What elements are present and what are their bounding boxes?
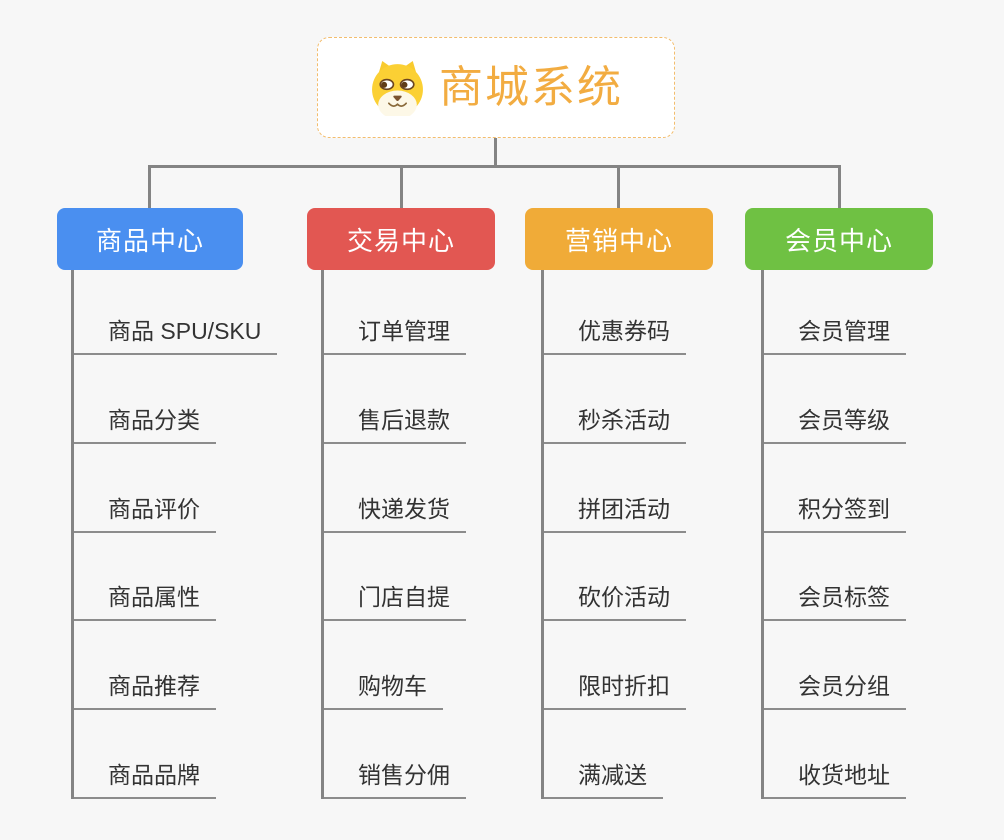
node-item[interactable]: 会员管理 [764, 315, 906, 355]
node-item[interactable]: 秒杀活动 [544, 404, 686, 444]
node-item[interactable]: 售后退款 [324, 404, 466, 444]
node-item[interactable]: 快递发货 [324, 493, 466, 533]
root-title: 商城系统 [439, 62, 623, 112]
node-item[interactable]: 商品 SPU/SKU [74, 315, 278, 355]
node-item[interactable]: 限时折扣 [544, 670, 686, 710]
node-item[interactable]: 门店自提 [324, 581, 466, 621]
node-item[interactable]: 会员等级 [764, 404, 906, 444]
branch-node-marketing-center[interactable]: 营销中心 [525, 208, 713, 270]
node-item[interactable]: 优惠券码 [544, 315, 686, 355]
node-item[interactable]: 积分签到 [764, 493, 906, 533]
connector-drop-member [838, 165, 841, 208]
branch-children-trade-center: 订单管理 售后退款 快递发货 门店自提 购物车 销售分佣 [321, 270, 554, 799]
node-item[interactable]: 订单管理 [324, 315, 466, 355]
branch-children-marketing-center: 优惠券码 秒杀活动 拼团活动 砍价活动 限时折扣 满减送 [541, 270, 774, 799]
root-node[interactable]: 商城系统 [317, 37, 675, 138]
node-item[interactable]: 满减送 [544, 759, 663, 799]
branch-node-product-center[interactable]: 商品中心 [57, 208, 243, 270]
branch-node-trade-center[interactable]: 交易中心 [307, 208, 495, 270]
connector-root-stem [494, 138, 497, 165]
branch-children-product-center: 商品 SPU/SKU 商品分类 商品评价 商品属性 商品推荐 商品品牌 [71, 270, 304, 799]
connector-drop-product [148, 165, 151, 208]
branch-children-member-center: 会员管理 会员等级 积分签到 会员标签 会员分组 收货地址 [761, 270, 994, 799]
node-item[interactable]: 砍价活动 [544, 581, 686, 621]
connector-horizontal [148, 165, 841, 168]
node-item[interactable]: 商品评价 [74, 493, 216, 533]
connector-drop-marketing [617, 165, 620, 208]
node-item[interactable]: 收货地址 [764, 759, 906, 799]
node-item[interactable]: 商品推荐 [74, 670, 216, 710]
node-item[interactable]: 商品分类 [74, 404, 216, 444]
node-item[interactable]: 销售分佣 [324, 759, 466, 799]
node-item[interactable]: 商品品牌 [74, 759, 216, 799]
node-item[interactable]: 会员标签 [764, 581, 906, 621]
connector-drop-trade [400, 165, 403, 208]
branch-node-member-center[interactable]: 会员中心 [745, 208, 933, 270]
dog-face-icon [372, 61, 423, 116]
node-item[interactable]: 购物车 [324, 670, 443, 710]
node-item[interactable]: 商品属性 [74, 581, 216, 621]
node-item[interactable]: 拼团活动 [544, 493, 686, 533]
node-item[interactable]: 会员分组 [764, 670, 906, 710]
